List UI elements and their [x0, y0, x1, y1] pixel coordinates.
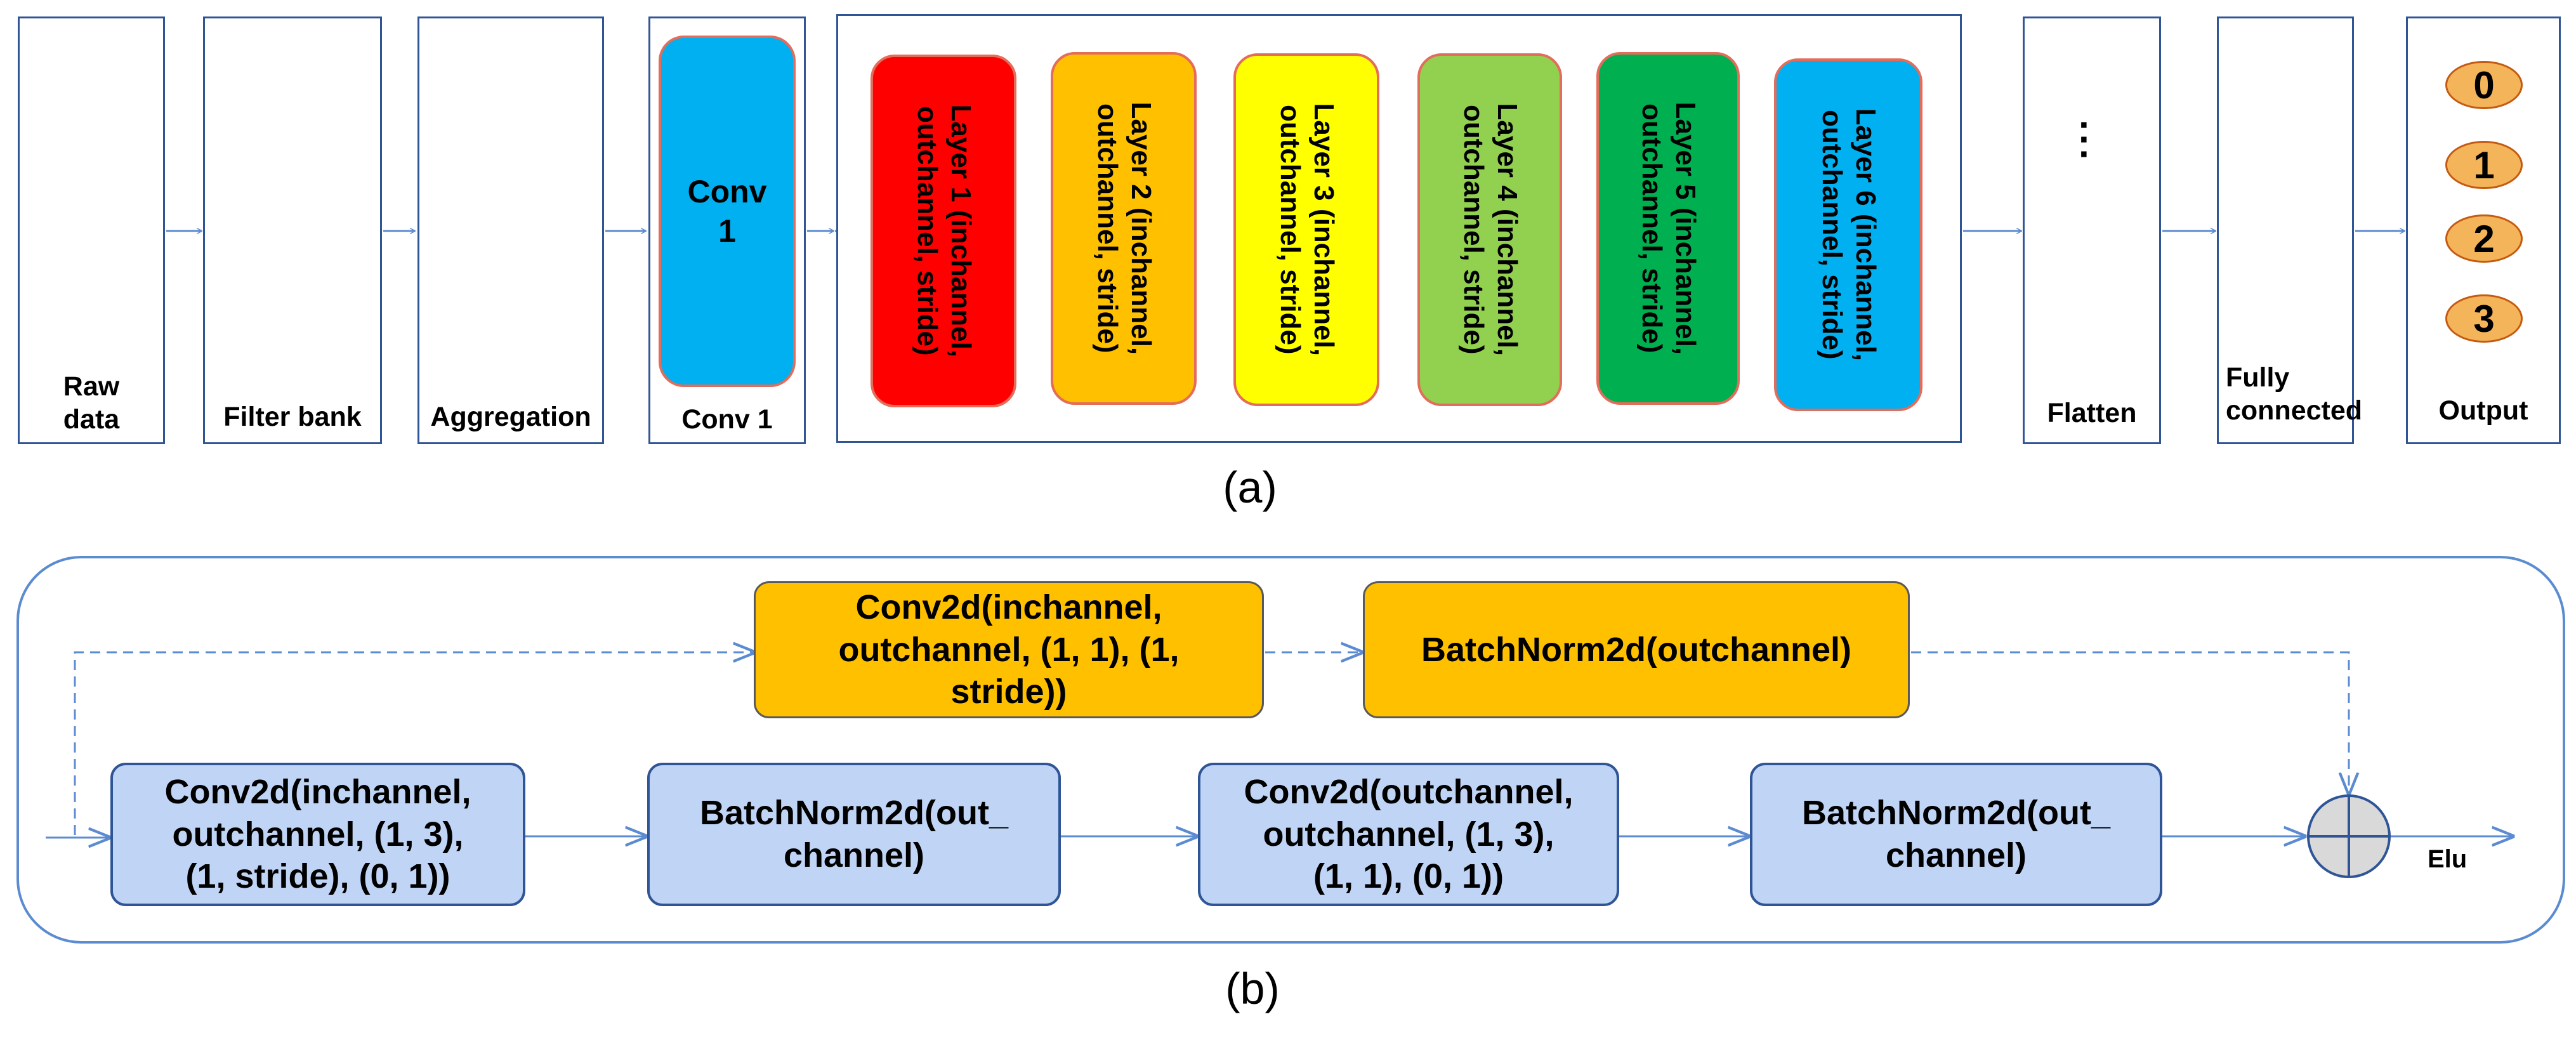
layer-2-block: Layer 2 (inchannel, outchannel, stride): [1051, 52, 1197, 405]
caption-a: (a): [1223, 463, 1277, 512]
shortcut-conv2d-block: Conv2d(inchannel, outchannel, (1, 1), (1…: [754, 581, 1264, 718]
main-conv2d-2-block: Conv2d(outchannel, outchannel, (1, 3), (…: [1198, 763, 1619, 906]
flatten-panel: [2023, 16, 2161, 444]
aggregation-panel: [417, 16, 604, 444]
layer-6-block: Layer 6 (inchannel, outchannel, stride): [1774, 58, 1922, 411]
raw-data-panel: [18, 16, 165, 444]
caption-b: (b): [1225, 964, 1280, 1013]
shortcut-batchnorm-block: BatchNorm2d(outchannel): [1363, 581, 1910, 718]
sum-node: [2307, 794, 2391, 878]
main-batchnorm-1-block: BatchNorm2d(out_ channel): [647, 763, 1061, 906]
flatten-ellipsis: · · ·: [2079, 103, 2091, 175]
conv1-label: Conv 1: [681, 404, 773, 435]
main-batchnorm-2-block: BatchNorm2d(out_ channel): [1750, 763, 2162, 906]
layer-3-block: Layer 3 (inchannel, outchannel, stride): [1233, 53, 1379, 406]
output-class-3: 3: [2445, 294, 2523, 343]
layer-5-block: Layer 5 (inchannel, outchannel, stride): [1596, 52, 1740, 405]
conv1-block: Conv 1: [659, 36, 796, 387]
layer-1-block: Layer 1 (inchannel, outchannel, stride): [871, 55, 1016, 407]
raw-data-label: Raw data: [63, 371, 120, 435]
flatten-label: Flatten: [2047, 398, 2137, 428]
filter-bank-panel: [203, 16, 382, 444]
output-class-2: 2: [2445, 214, 2523, 263]
panel-b-frame: [16, 556, 2565, 944]
elu-label: Elu: [2428, 845, 2468, 873]
layer-4-block: Layer 4 (inchannel, outchannel, stride): [1417, 53, 1562, 406]
fully-connected-label: Fully connected: [2226, 362, 2363, 426]
filter-bank-label: Filter bank: [223, 402, 362, 432]
shortcut-dashed-arrows: [74, 652, 2349, 835]
main-conv2d-1-block: Conv2d(inchannel, outchannel, (1, 3), (1…: [110, 763, 525, 906]
output-class-0: 0: [2445, 61, 2523, 109]
output-class-1: 1: [2445, 141, 2523, 189]
output-label: Output: [2438, 395, 2528, 426]
aggregation-label: Aggregation: [430, 402, 591, 432]
fully-connected-panel: [2217, 16, 2354, 444]
part-b-arrows: [46, 836, 2513, 838]
